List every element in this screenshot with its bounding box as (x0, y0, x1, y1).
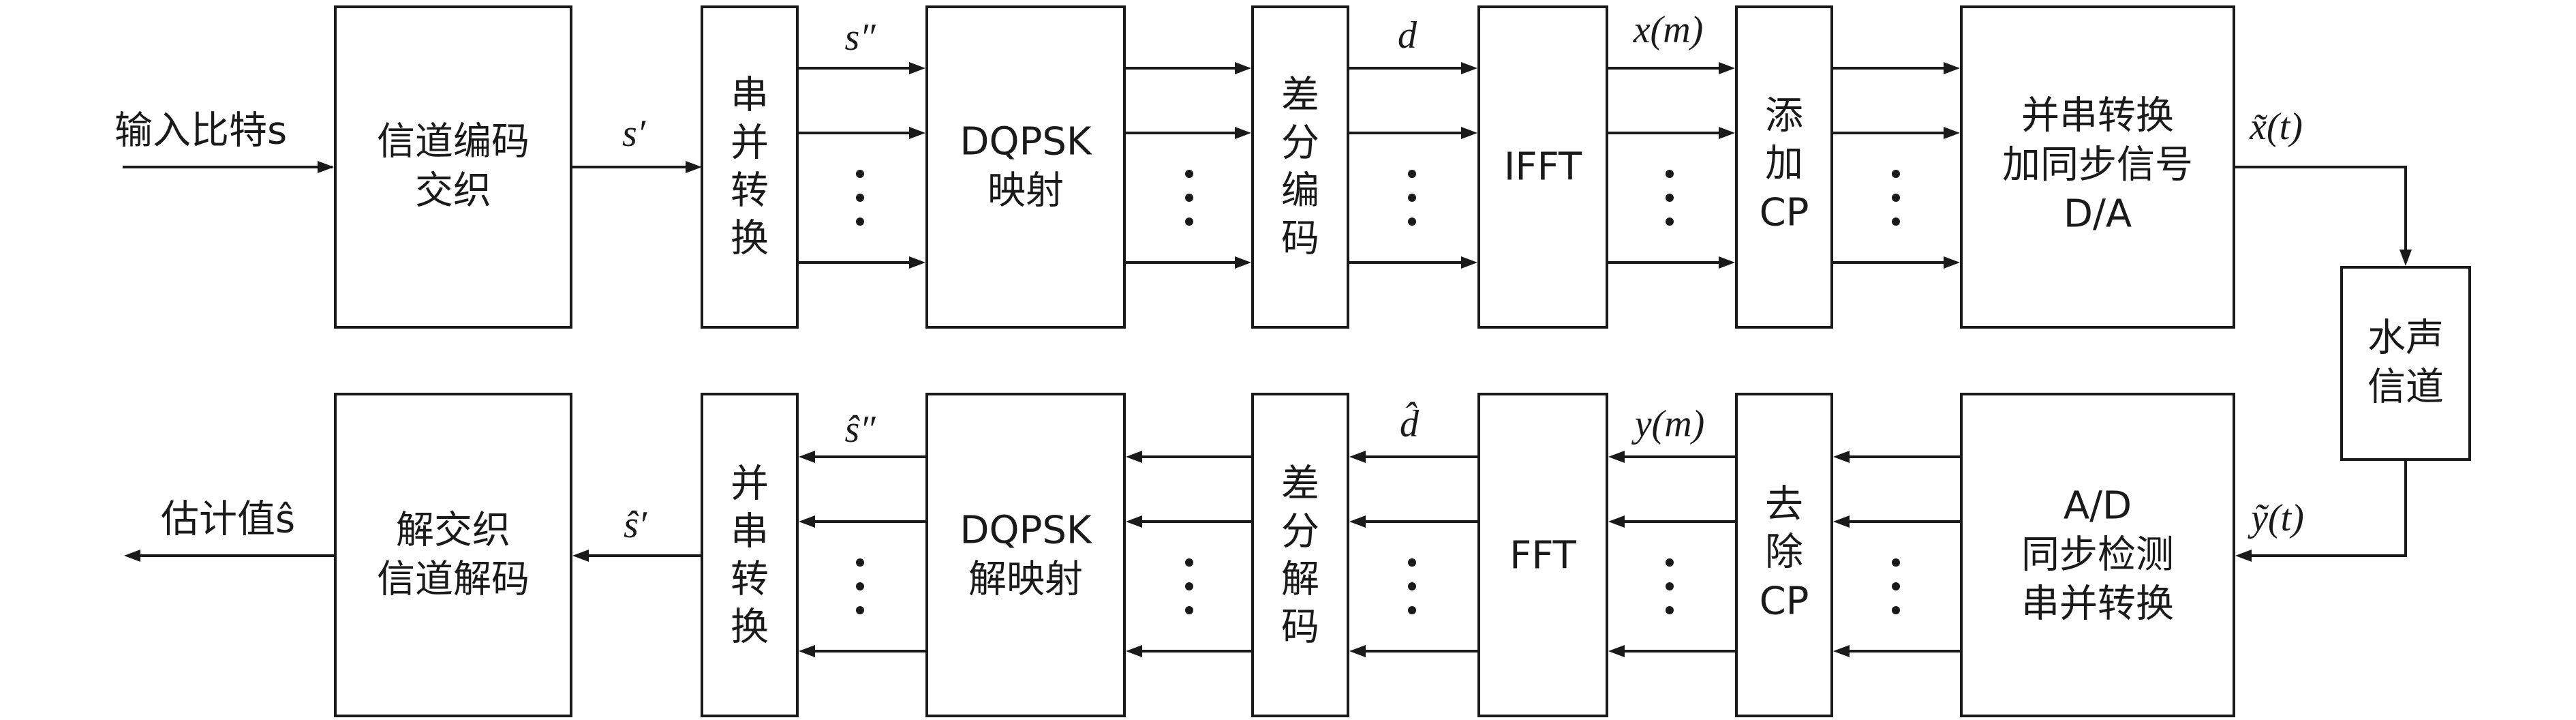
block-rmcp-char2: 除 (1765, 530, 1803, 575)
block-ad-sync-sp (1960, 393, 2235, 717)
block-remove-cp (1735, 393, 1833, 717)
block-ps-rx-char3: 转 (731, 558, 769, 602)
block-addcp-char3: CP (1760, 191, 1809, 235)
block-diffdec-char1: 差 (1281, 462, 1319, 507)
arrows-demap-to-ps (799, 451, 927, 657)
block-channel-coding-line2: 交织 (415, 169, 491, 213)
block-ifft (1477, 5, 1608, 329)
block-deint-line2: 信道解码 (377, 558, 530, 602)
label-yt: ỹ(t) (2248, 497, 2304, 539)
block-ps-rx-char1: 并 (731, 462, 769, 507)
label-d: d (1398, 14, 1417, 57)
block-ps-sync-da (1960, 5, 2235, 329)
arrows-ifft-to-addcp (1607, 62, 1735, 269)
block-dqpsk-line2: 映射 (987, 169, 1064, 213)
block-dqpsk-mapping (925, 5, 1126, 329)
block-sp-char2: 并 (731, 121, 769, 166)
block-ad-line3: 串并转换 (2021, 582, 2174, 627)
block-ps-line1: 并串转换 (2021, 94, 2174, 138)
arrow-to-channel (2234, 166, 2407, 254)
block-differential-decoding (1251, 393, 1349, 717)
block-diffdec-char2: 分 (1281, 510, 1319, 554)
block-fft (1477, 393, 1608, 717)
block-diff-char2: 分 (1281, 121, 1319, 166)
block-sp-char1: 串 (731, 74, 769, 118)
block-parallel-serial (701, 393, 799, 717)
label-s2: s″ (844, 16, 876, 59)
block-dqpsk-line1: DQPSK (960, 120, 1092, 164)
block-add-cp (1735, 5, 1833, 329)
block-ad-line1: A/D (2064, 484, 2132, 528)
label-s1: s′ (622, 112, 646, 155)
block-deint-line1: 解交织 (396, 509, 510, 553)
block-deinterleave-decode (334, 393, 572, 717)
label-xt: x̃(t) (2249, 106, 2303, 148)
arrows-diff-to-ifft (1348, 62, 1477, 269)
arrows-ad-to-rmcp (1833, 451, 1961, 657)
arrowhead-to-channel (2399, 250, 2412, 266)
label-ym: y(m) (1631, 403, 1705, 445)
block-sp-char3: 转 (731, 169, 769, 213)
block-differential-encoding (1251, 5, 1349, 329)
label-input: 输入比特s (114, 109, 287, 153)
block-demap-line1: DQPSK (960, 509, 1092, 553)
block-ps-rx-char4: 换 (731, 605, 769, 650)
block-channel-line2: 信道 (2367, 365, 2444, 410)
block-diff-char3: 编 (1281, 169, 1319, 213)
arrows-diffdec-to-demap (1126, 451, 1253, 657)
block-ps-rx-char2: 串 (731, 510, 769, 554)
arrows-dqpsk-to-diff (1124, 62, 1251, 269)
arrows-fft-to-diffdec (1349, 451, 1479, 657)
block-diffdec-char4: 码 (1281, 605, 1319, 650)
block-dqpsk-demapping (925, 393, 1126, 717)
block-rmcp-char1: 去 (1765, 483, 1803, 527)
block-serial-parallel (701, 5, 799, 329)
arrows-sp-to-dqpsk (797, 62, 925, 269)
block-addcp-char1: 添 (1765, 94, 1803, 138)
block-channel-coding (334, 5, 572, 329)
arrowhead-input (318, 161, 334, 173)
block-underwater-channel (2340, 266, 2471, 461)
arrowhead-s1hat (572, 550, 589, 562)
arrowhead-output (124, 550, 140, 562)
block-rmcp-char3: CP (1760, 580, 1809, 624)
label-s1hat: ŝ′ (624, 504, 647, 546)
block-channel-coding-line1: 信道编码 (377, 120, 530, 164)
arrowhead-s1 (686, 161, 702, 173)
block-sp-char4: 换 (731, 217, 769, 261)
arrowhead-from-channel (2235, 550, 2252, 562)
label-s2hat: ŝ″ (844, 408, 876, 451)
label-xm: x(m) (1633, 9, 1704, 51)
block-fft-label: FFT (1509, 534, 1576, 578)
arrows-rmcp-to-fft (1608, 451, 1736, 657)
block-addcp-char2: 加 (1765, 142, 1803, 186)
block-channel-line1: 水声 (2367, 316, 2444, 361)
arrow-from-channel (2248, 460, 2407, 557)
label-dhat: d̂ (1400, 402, 1420, 445)
block-demap-line2: 解映射 (968, 558, 1083, 602)
block-diff-char4: 码 (1281, 217, 1319, 261)
block-diffdec-char3: 解 (1281, 558, 1319, 602)
block-diff-char1: 差 (1281, 74, 1319, 118)
block-ifft-label: IFFT (1504, 145, 1582, 190)
arrows-addcp-to-ps (1832, 62, 1960, 269)
block-ps-line2: 加同步信号 (2002, 143, 2193, 188)
label-output: 估计值ŝ (161, 498, 295, 542)
block-ad-line2: 同步检测 (2021, 533, 2174, 578)
block-ps-line3: D/A (2064, 192, 2132, 237)
